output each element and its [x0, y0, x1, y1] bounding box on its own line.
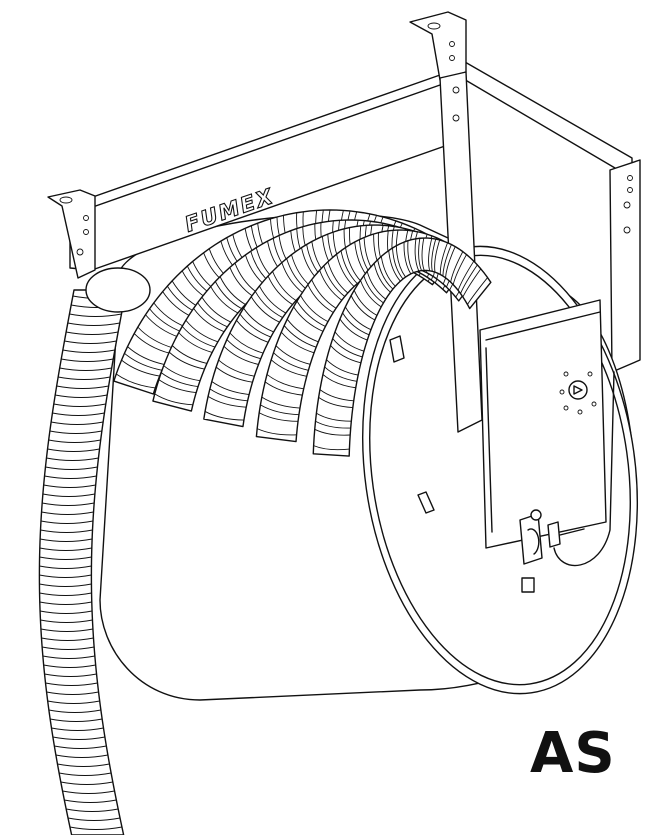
right-mounting-bracket-icon: [609, 159, 641, 373]
coiled-hose: [113, 209, 492, 457]
model-label: AS: [530, 721, 616, 786]
hose-coil: [255, 229, 482, 443]
exhaust-hose-icon: [38, 267, 151, 835]
control-box-icon: [479, 299, 615, 567]
right-top-frame-bar: [457, 57, 633, 179]
hose-coil: [312, 237, 492, 457]
left-mounting-bracket-icon: [47, 189, 96, 279]
